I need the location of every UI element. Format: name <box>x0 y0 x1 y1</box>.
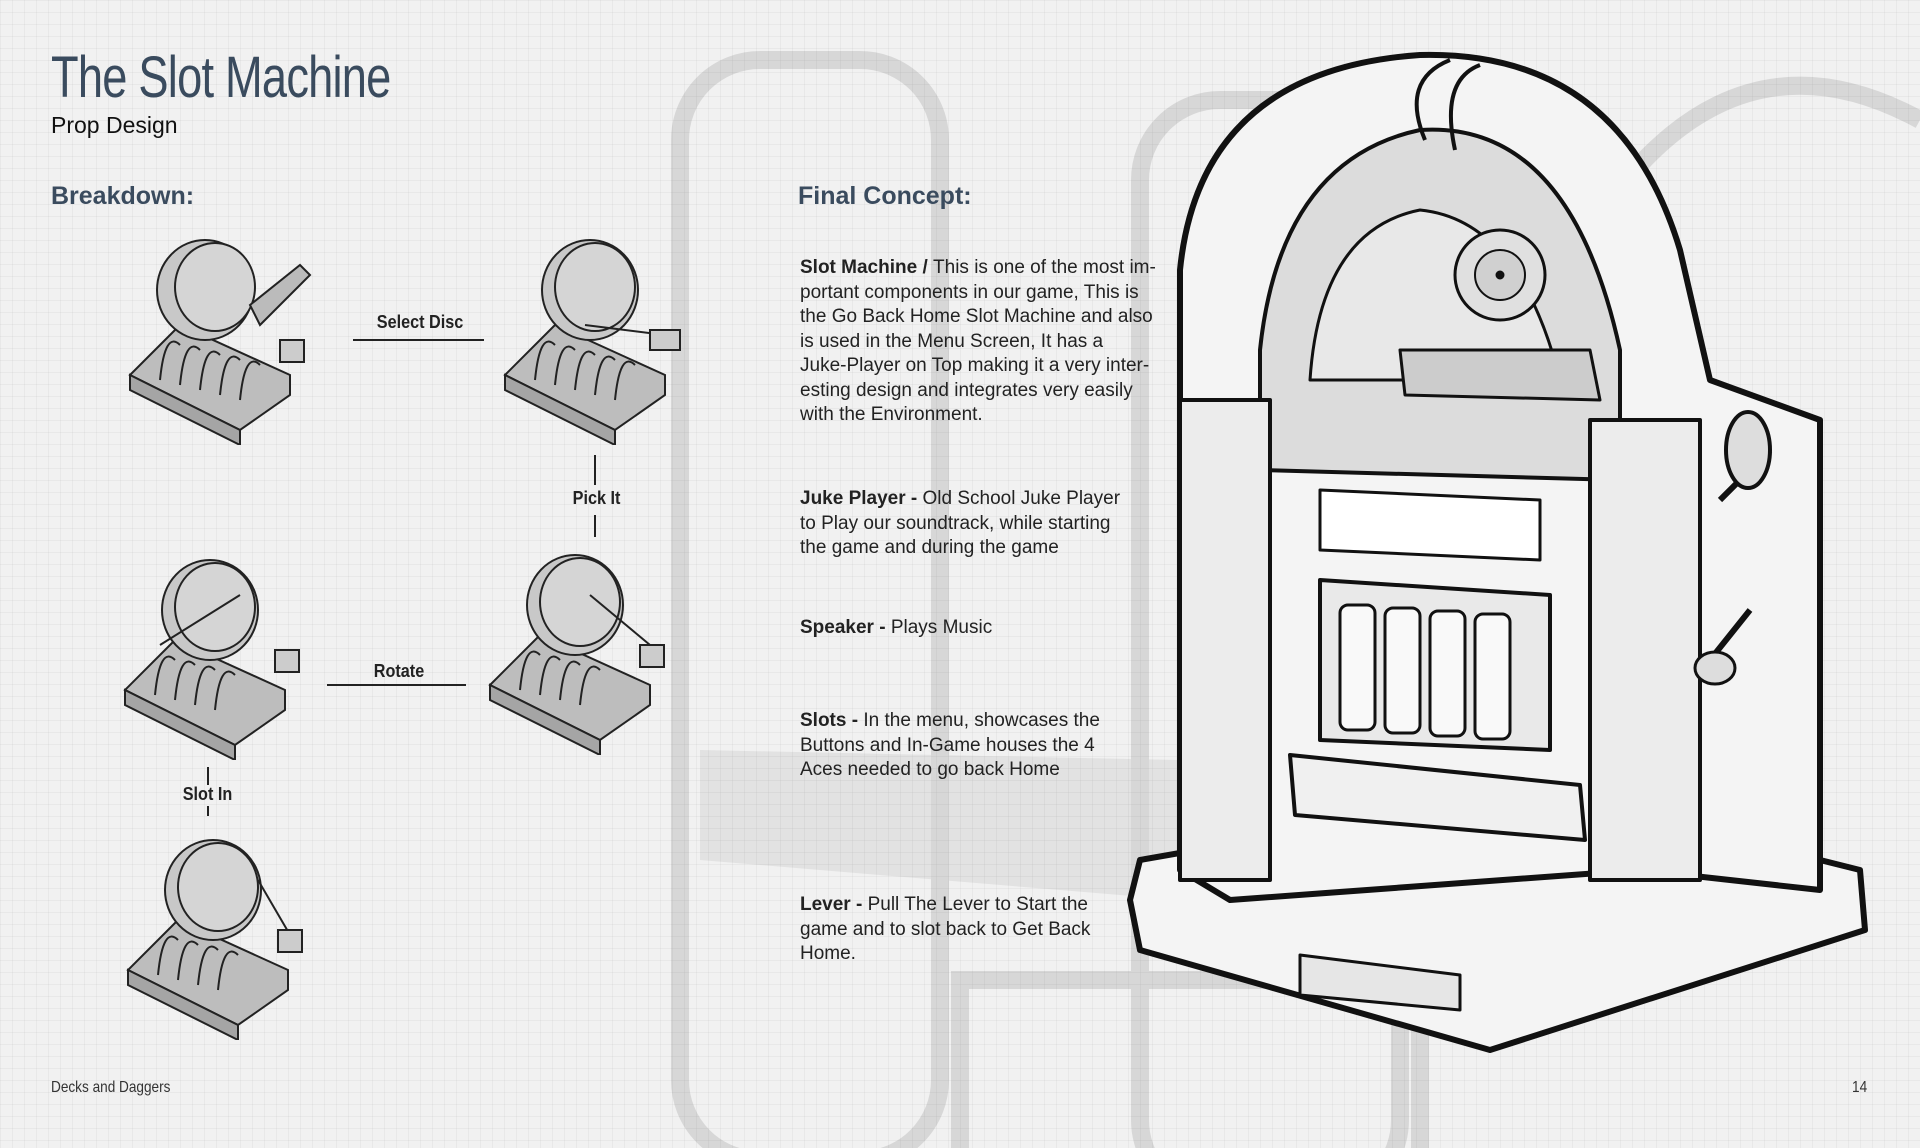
concept-item-slot-machine: Slot Machine / This is one of the most i… <box>800 257 1156 425</box>
breakdown-heading: Breakdown: <box>51 182 195 210</box>
concept-item-lever: Lever - Pull The Lever to Start the game… <box>800 894 1091 964</box>
connector-line <box>353 339 484 341</box>
footer-book-title: Decks and Daggers <box>51 1079 171 1096</box>
connector-line <box>207 806 209 816</box>
connector-line <box>327 684 466 686</box>
page-subtitle: Prop Design <box>51 112 178 138</box>
step-label-slot-in: Slot In <box>182 784 233 804</box>
disc-rack-illustration-2 <box>503 239 681 445</box>
concept-item-slots: Slots - In the menu, showcases the Butto… <box>800 710 1100 780</box>
step-label-rotate: Rotate <box>373 661 425 681</box>
step-label-select-disc: Select Disc <box>376 312 464 332</box>
connector-line <box>594 455 596 485</box>
connector-line <box>207 767 209 785</box>
disc-rack-illustration-1 <box>128 239 312 445</box>
concept-item-juke-player: Juke Player - Old School Juke Player to … <box>800 488 1121 558</box>
final-concept-heading: Final Concept: <box>798 182 972 210</box>
page-title: The Slot Machine <box>51 45 391 110</box>
jukebox-slot-machine-illustration <box>1127 51 1868 1053</box>
disc-rack-illustration-4 <box>488 554 665 755</box>
disc-rack-illustration-5 <box>126 839 303 1040</box>
page-number: 14 <box>1852 1079 1868 1096</box>
step-label-pick-it: Pick It <box>572 488 621 508</box>
concept-item-speaker: Speaker - Plays Music <box>800 617 993 638</box>
connector-line <box>594 515 596 537</box>
disc-rack-illustration-3 <box>123 559 300 760</box>
